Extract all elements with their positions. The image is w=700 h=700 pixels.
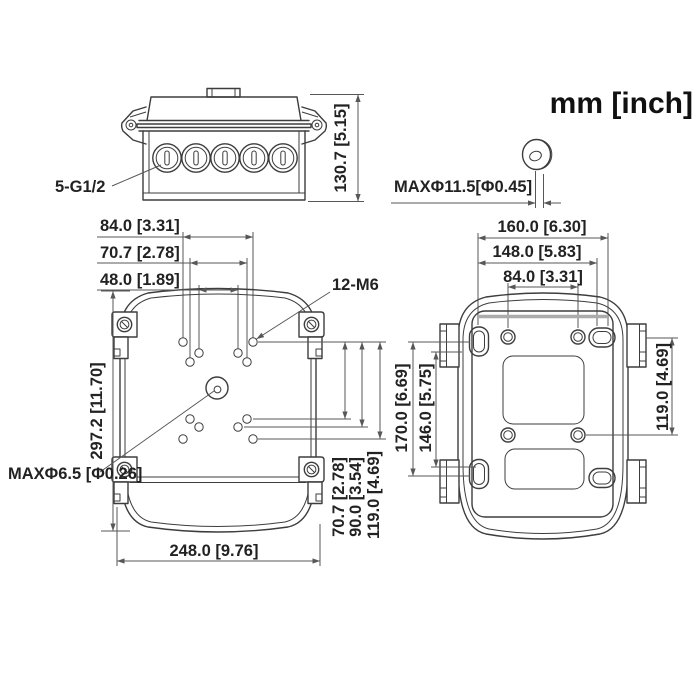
back-tab-lower-left (439, 459, 460, 504)
back-tab-lower-right (626, 459, 647, 504)
back-tab-upper-right (626, 323, 647, 368)
front-dim-84: 84.0 [3.31] (100, 217, 180, 235)
back-dim-84: 84.0 [3.31] (503, 268, 583, 286)
knockout (210, 143, 240, 173)
front-height-dim: 297.2 [11.70] (88, 362, 106, 459)
front-tab-upper-left (111, 311, 138, 360)
knockout (239, 143, 269, 173)
lid-latch (206, 87, 241, 98)
grommet-diameter-label: MAXΦ11.5[Φ0.45] (394, 178, 532, 196)
front-view: 84.0 [3.31] 70.7 [2.78] 48.0 [1.89] 12-M… (8, 217, 386, 566)
front-right-extension-lines (244, 341, 386, 440)
right-mounting-ear (301, 106, 328, 145)
box-body-inner-lines (143, 131, 305, 194)
center-hole-leader (99, 390, 215, 473)
front-tab-upper-right (298, 311, 325, 360)
back-dim-160: 160.0 [6.30] (498, 218, 587, 236)
front-dim-119: 119.0 [4.69] (365, 451, 383, 539)
upper-recess (502, 355, 585, 425)
back-box-inner (462, 299, 624, 534)
front-box-inner (124, 293, 312, 527)
back-box-outer (457, 292, 629, 540)
grommet-detail: MAXΦ11.5[Φ0.45] (391, 138, 561, 208)
front-bottom-divider (130, 476, 306, 483)
tab-screw (116, 461, 133, 478)
front-dim-70-bottom: 70.7 [2.78] (330, 457, 348, 537)
front-tab-lower-right (298, 456, 325, 505)
lower-recess (504, 448, 585, 490)
center-cable-hole (205, 376, 229, 400)
ear-screw-hole (311, 119, 323, 131)
knockout (152, 143, 182, 173)
left-mounting-ear (120, 106, 147, 145)
box-lid-outline (146, 96, 302, 122)
ear-screw-hole (125, 119, 137, 131)
knockout (268, 143, 298, 173)
grommet-face (521, 138, 552, 171)
m6-thread-holes (178, 337, 258, 444)
grommet-rim (540, 139, 553, 170)
knockout (181, 143, 211, 173)
side-height-dim: 130.7 [5.15] (332, 104, 350, 193)
conduit-knockouts (152, 143, 298, 173)
thread-leader-line (256, 291, 331, 340)
back-left-extension-lines (408, 341, 476, 477)
center-hole-label: MAXΦ6.5 [Φ0.26] (8, 465, 142, 483)
front-box-outer (119, 287, 317, 533)
box-body-outline (142, 130, 306, 201)
front-width-dim: 248.0 [9.76] (170, 542, 259, 560)
front-dim-90: 90.0 [3.54] (347, 457, 365, 537)
tab-screw (303, 461, 320, 478)
back-tab-upper-left (439, 323, 460, 368)
front-top-extension-lines (182, 232, 254, 358)
knockout-count-label: 5-G1/2 (55, 178, 105, 196)
lid-seam (136, 119, 312, 132)
front-width-extension-lines (116, 507, 321, 566)
back-dim-119: 119.0 [4.69] (654, 343, 672, 431)
knockout-leader-line (111, 164, 162, 187)
units-label: mm [inch] (550, 87, 693, 120)
back-dim-148: 148.0 [5.83] (493, 243, 582, 261)
side-height-extension-lines (308, 94, 364, 202)
center-pilot-hole (213, 385, 222, 394)
lid-latch-detail (211, 88, 236, 97)
back-view: 160.0 [6.30] 148.0 [5.83] 84.0 [3.31] 17… (393, 218, 678, 540)
back-dim-170: 170.0 [6.69] (393, 364, 411, 453)
thread-label: 12-M6 (332, 276, 379, 294)
back-top-extension-lines (477, 233, 609, 328)
back-dim-146: 146.0 [5.75] (417, 364, 435, 453)
grommet-extension-lines (535, 171, 544, 208)
front-dim-70-top: 70.7 [2.78] (100, 244, 180, 262)
back-screw-holes (500, 329, 586, 443)
front-dim-48: 48.0 [1.89] (100, 271, 180, 289)
bottom-left-slot (468, 458, 490, 490)
grommet-hole (529, 150, 542, 162)
tab-screw (303, 316, 320, 333)
side-view: 5-G1/2 130.7 [5.15] (55, 87, 364, 202)
tab-screw (116, 316, 133, 333)
top-right-slot (588, 327, 616, 348)
back-panel (471, 310, 614, 518)
bottom-right-slot (588, 467, 616, 489)
